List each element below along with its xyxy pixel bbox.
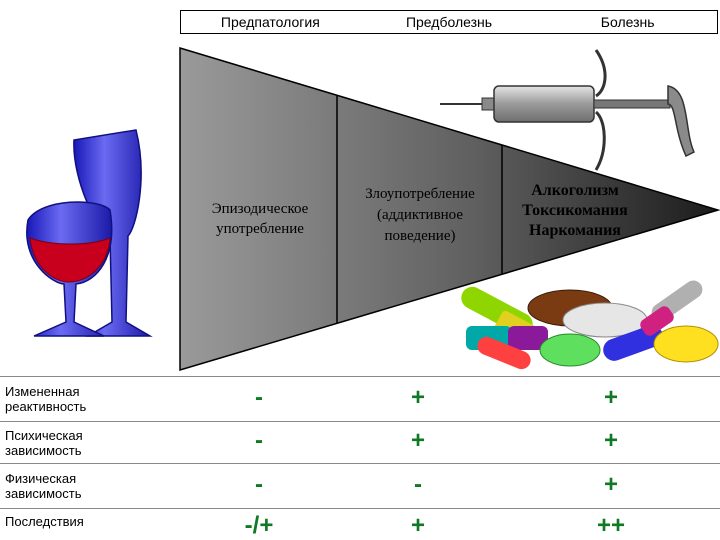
table-cell: - bbox=[255, 471, 263, 498]
syringe-icon bbox=[440, 49, 695, 171]
stage-disease: Болезнь bbox=[600, 14, 655, 30]
stage-header: Предпатология Предболезнь Болезнь bbox=[180, 10, 718, 34]
table-cell: -/+ bbox=[244, 512, 274, 539]
table-cell: ++ bbox=[596, 512, 626, 539]
table-cell: + bbox=[410, 384, 425, 411]
wine-glasses-icon bbox=[26, 129, 153, 337]
progression-wedge bbox=[179, 46, 720, 372]
table-divider bbox=[0, 421, 720, 422]
stage-predisease: Предболезнь bbox=[405, 14, 493, 30]
table-cell: - bbox=[255, 384, 263, 411]
row-label-consequences: Последствия bbox=[5, 514, 84, 529]
table-cell: + bbox=[410, 427, 425, 454]
table-divider bbox=[0, 508, 720, 509]
table-cell: - bbox=[255, 427, 263, 454]
table-divider bbox=[0, 463, 720, 464]
table-cell: + bbox=[603, 471, 618, 498]
table-cell: + bbox=[410, 512, 425, 539]
table-divider bbox=[0, 376, 720, 377]
stage-prepathology: Предпатология bbox=[220, 14, 320, 30]
table-cell: - bbox=[414, 471, 422, 498]
table-cell: + bbox=[603, 384, 618, 411]
table-cell: + bbox=[603, 427, 618, 454]
pills-icon bbox=[461, 280, 719, 370]
